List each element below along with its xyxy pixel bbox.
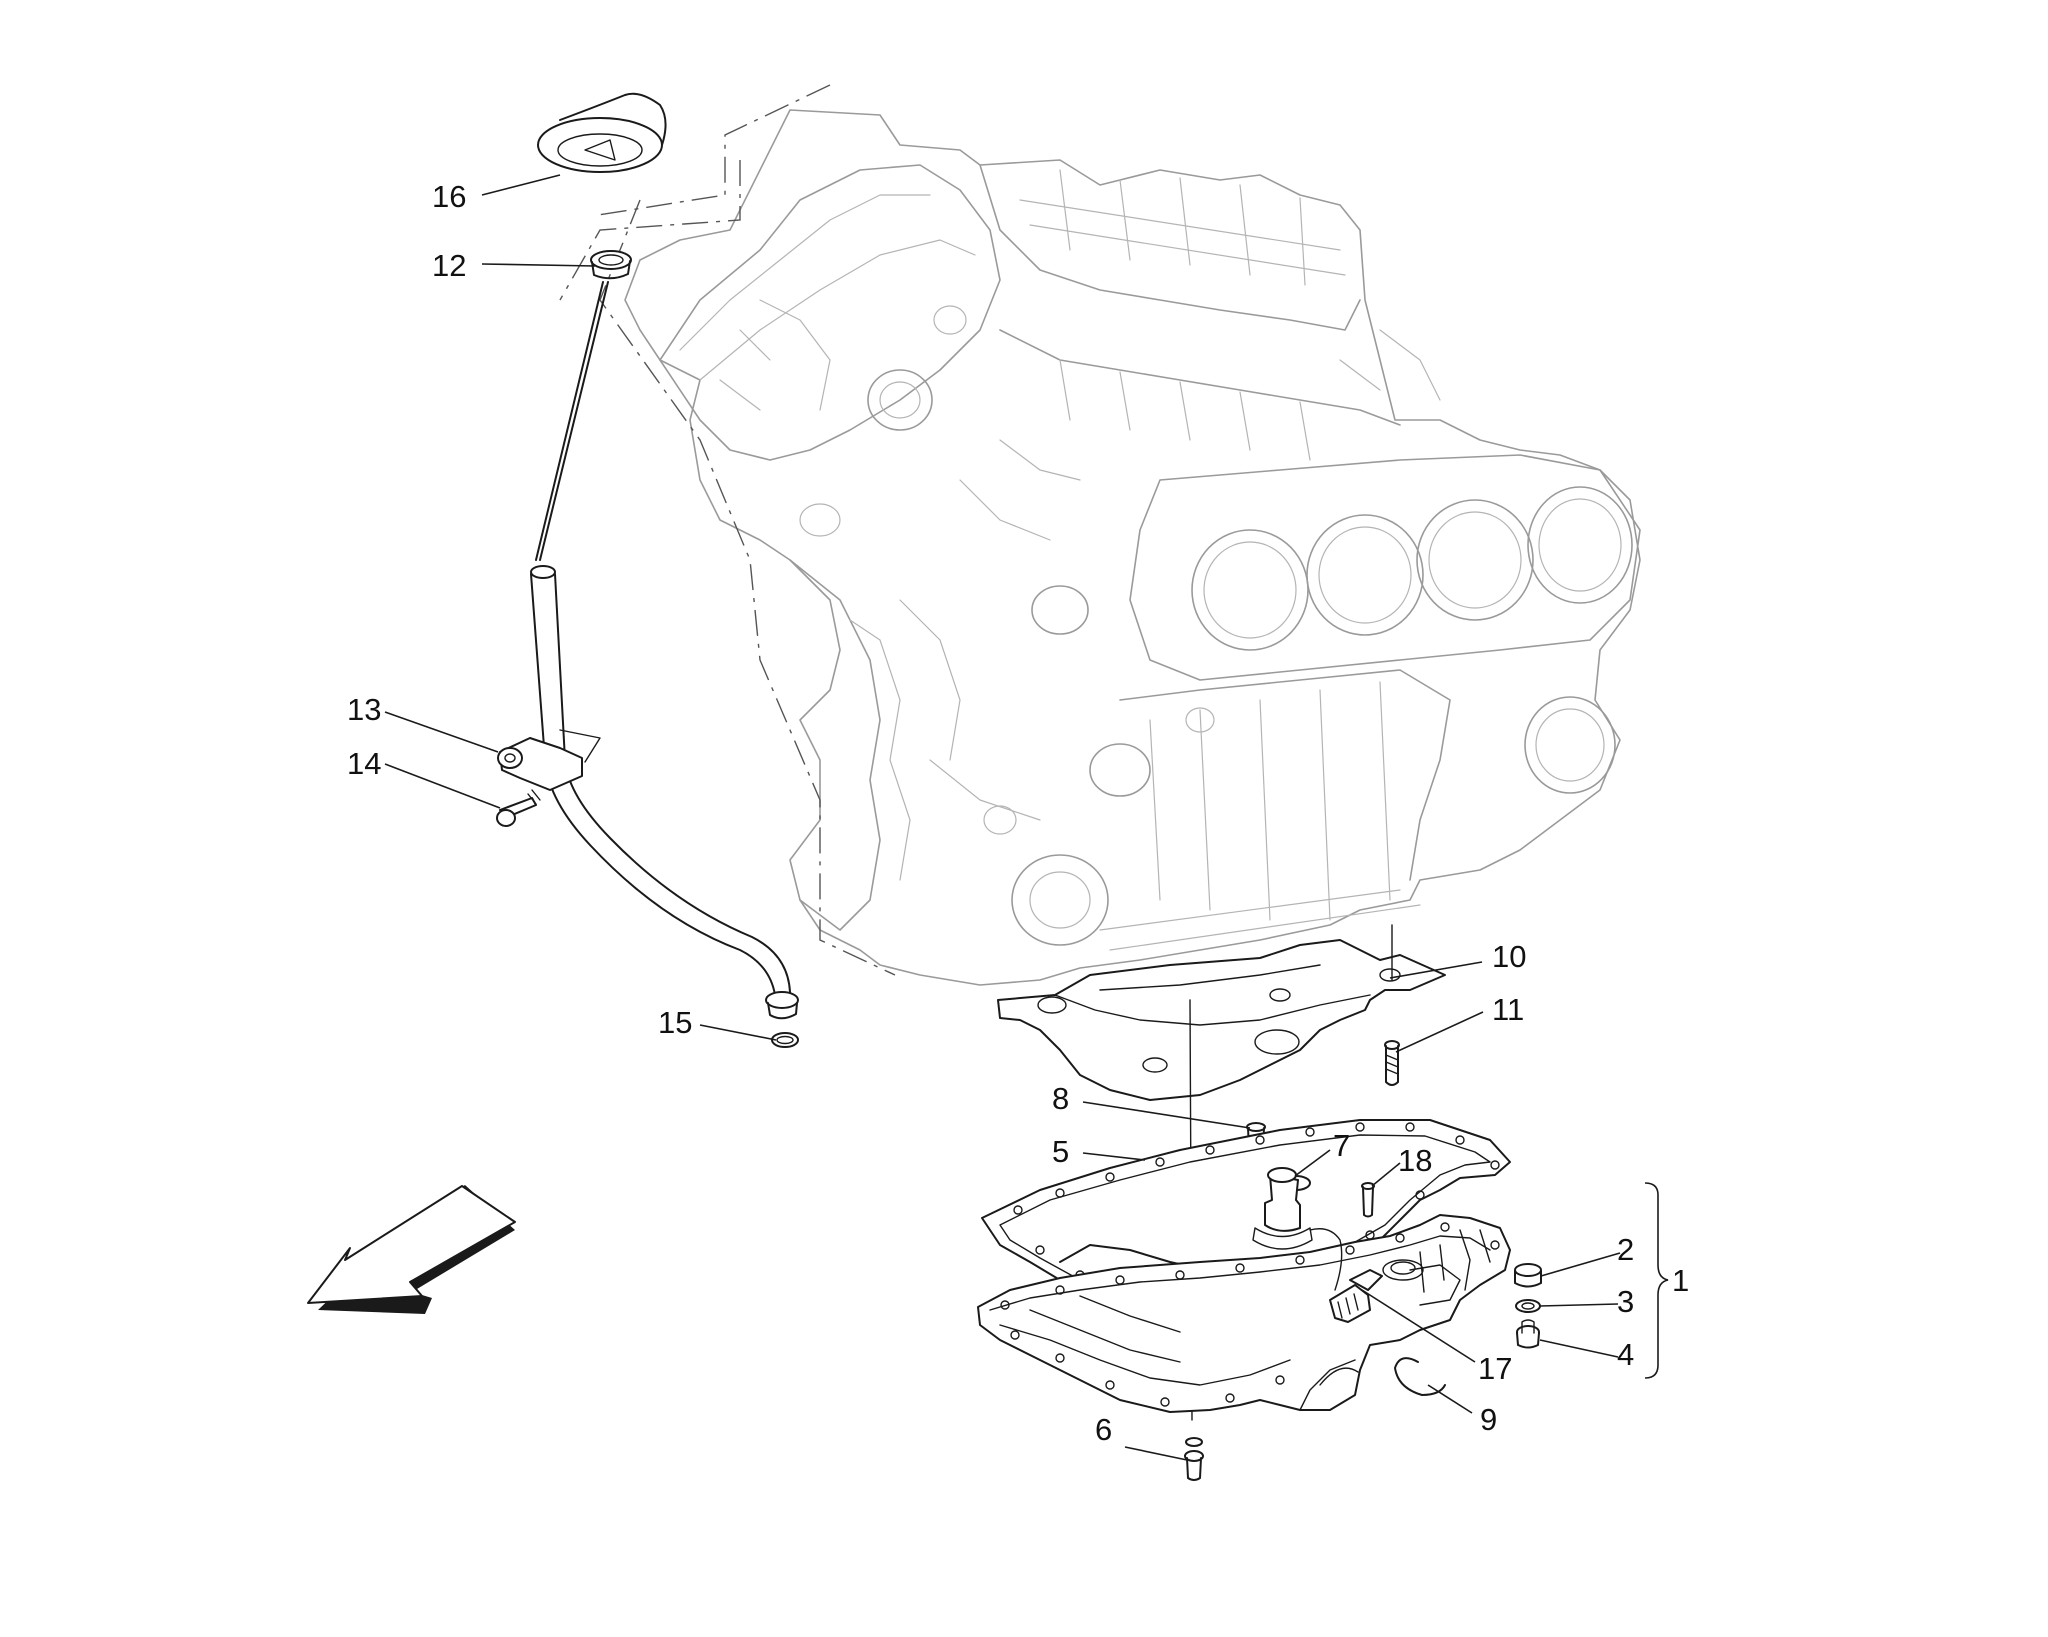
callout-13: 13	[347, 692, 381, 727]
callout-7: 7	[1333, 1128, 1350, 1163]
callout-4: 4	[1617, 1337, 1634, 1372]
callout-3: 3	[1617, 1284, 1634, 1319]
dipstick-seal	[590, 250, 632, 280]
callout-15: 15	[658, 1005, 692, 1040]
callout-5: 5	[1052, 1134, 1069, 1169]
drain-plug	[1516, 1319, 1540, 1349]
tube-bracket	[497, 729, 601, 791]
heat-shield	[997, 939, 1446, 1101]
cylinder-bores	[1191, 486, 1633, 651]
dipstick-rod	[535, 281, 609, 561]
oil-level-sensor	[1252, 1167, 1343, 1291]
circlip	[1394, 1357, 1446, 1396]
callout-9: 9	[1480, 1402, 1497, 1437]
callout-18: 18	[1398, 1143, 1432, 1178]
dipstick-guide-tube	[530, 565, 799, 1020]
front-direction-arrow	[307, 1185, 516, 1314]
callout-1: 1	[1672, 1263, 1689, 1298]
bracket-bolt	[496, 789, 541, 827]
callout-10: 10	[1492, 939, 1526, 974]
sensor-bolt	[1361, 1182, 1375, 1218]
oil-temperature-sensor	[1329, 1269, 1383, 1323]
shield-bolt	[1384, 1040, 1400, 1086]
callout-labels: 16 12 13 14 15 10 11 8 5 7 18 2 3 4 1 17…	[347, 179, 1689, 1447]
drain-seal	[1514, 1263, 1542, 1288]
leader-lines	[384, 174, 1621, 1461]
callout-11: 11	[1492, 992, 1524, 1027]
engine-block	[624, 109, 1641, 986]
callout-6: 6	[1095, 1412, 1112, 1447]
callout-8: 8	[1052, 1081, 1069, 1116]
oil-pan	[977, 1214, 1511, 1413]
assembly-bracket	[1644, 1182, 1669, 1379]
callout-2: 2	[1617, 1232, 1634, 1267]
phantom-outline-left	[597, 84, 896, 976]
dipstick-cap	[537, 92, 667, 173]
phantom-outline-mid	[559, 160, 741, 301]
callout-16: 16	[432, 179, 466, 214]
pan-bolt	[1184, 1437, 1204, 1481]
callout-14: 14	[347, 746, 381, 781]
callout-12: 12	[432, 248, 466, 283]
callout-17: 17	[1478, 1351, 1512, 1386]
drain-washer	[1515, 1299, 1541, 1313]
